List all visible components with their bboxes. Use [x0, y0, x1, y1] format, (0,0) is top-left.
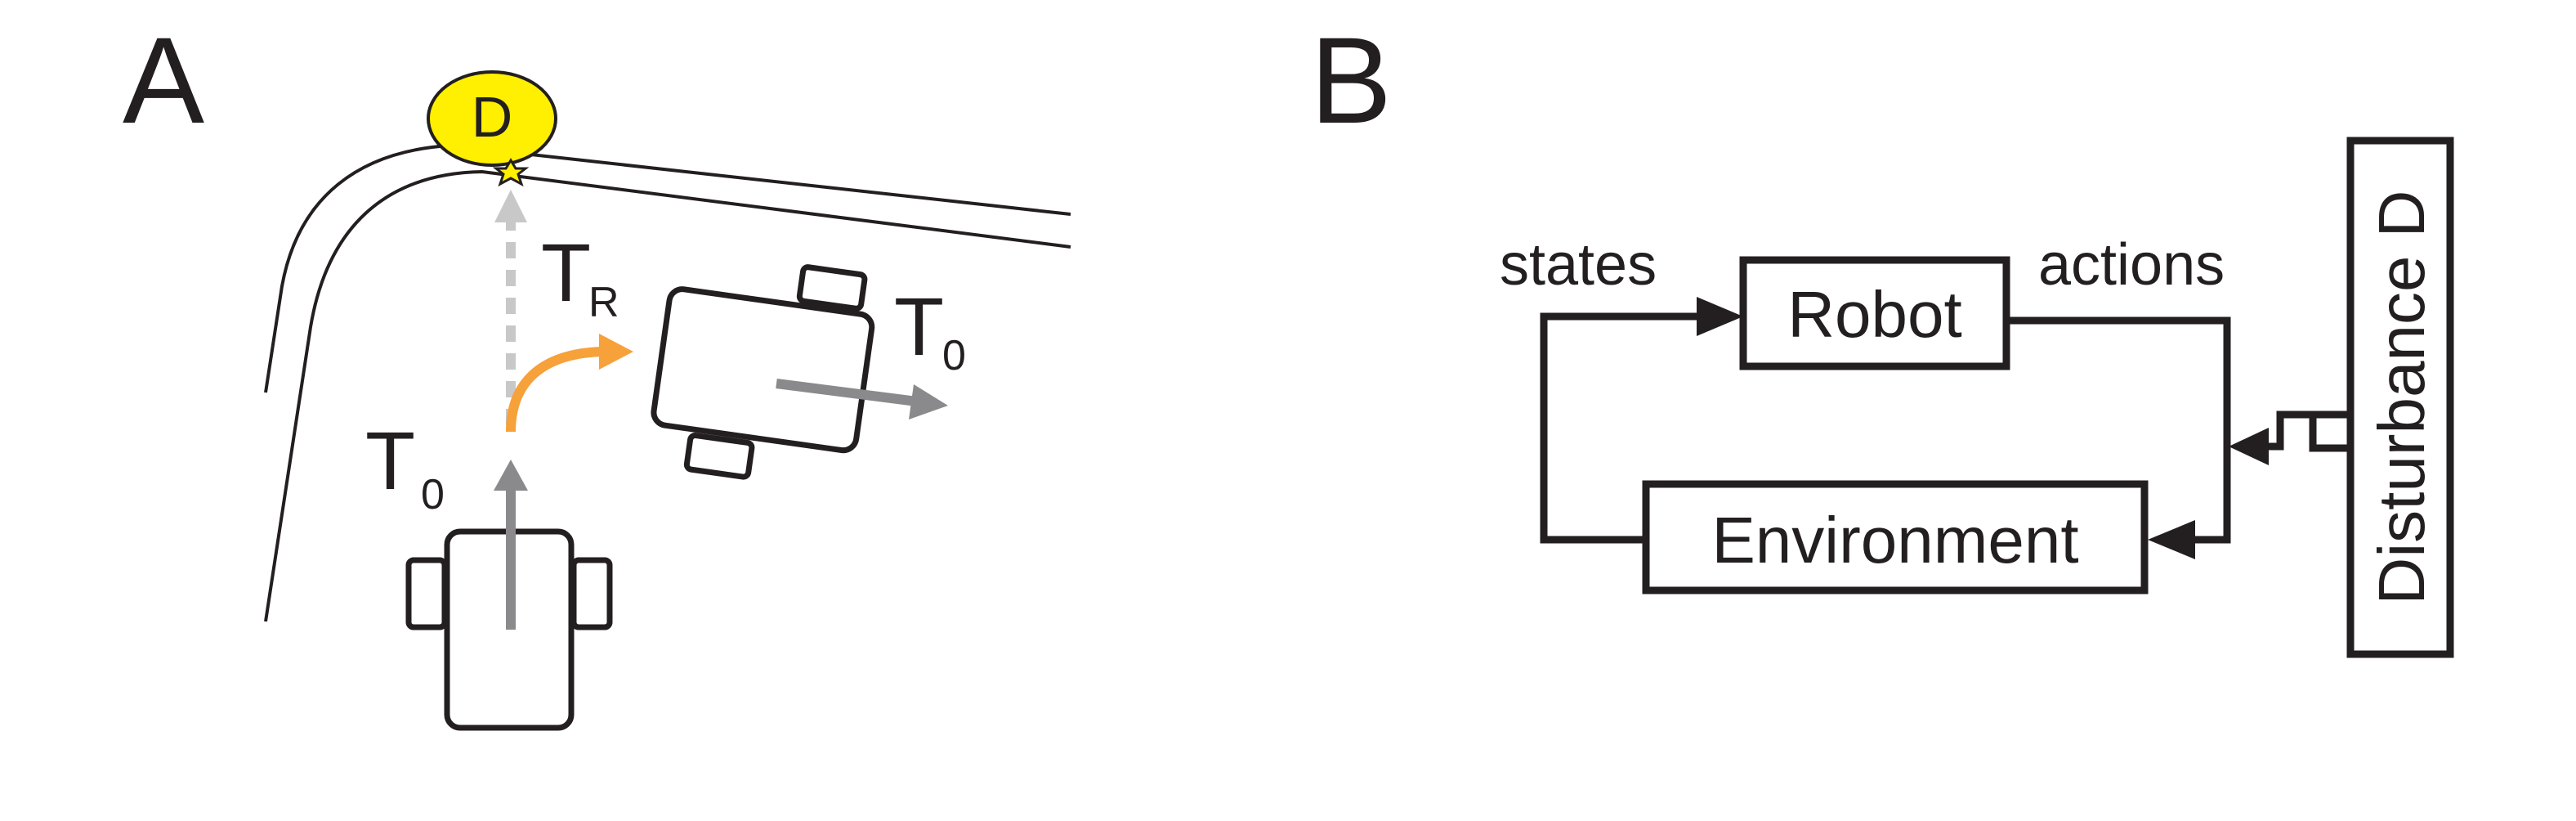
initial-time-symbol: T: [365, 415, 415, 507]
robot-turned-body: [651, 286, 875, 454]
robot-box: Robot: [1739, 256, 2010, 370]
states-arrow: [1540, 297, 1743, 544]
environment-box: Environment: [1642, 480, 2149, 594]
turn-arrow-curve: [506, 347, 604, 433]
robot-turned: [651, 264, 875, 480]
robot-box-label: Robot: [1787, 278, 1961, 351]
reaction-path: [494, 190, 527, 425]
initial-time-subscript: 0: [421, 471, 445, 518]
road: [264, 143, 1071, 622]
disturbance-box-label: Disturbance D: [2365, 191, 2438, 605]
robot-initial-wheel-left: [405, 557, 448, 630]
environment-box-label: Environment: [1711, 504, 2078, 576]
turned-time-symbol: T: [894, 281, 944, 373]
robot-initial-heading-arrow: [494, 460, 528, 630]
panel-a-label: A: [123, 11, 204, 149]
robot-turned-heading-arrow: [776, 379, 948, 419]
turned-time-subscript: 0: [942, 332, 966, 379]
disturbance-ellipse: [427, 70, 557, 167]
actions-label: actions: [2038, 232, 2225, 298]
actions-arrow: [2006, 316, 2231, 559]
disturbance-box: Disturbance D: [2346, 137, 2454, 658]
road-outer-edge: [264, 143, 1071, 393]
disturbance-label: D: [472, 85, 513, 149]
turn-arrow-head: [599, 334, 633, 370]
robot-turned-wheel-top: [796, 264, 868, 312]
panel-b-label: B: [1310, 11, 1392, 149]
panel-a: A D T R T 0: [123, 11, 1071, 731]
disturbance: D: [427, 70, 557, 187]
reaction-time-subscript: R: [588, 279, 619, 326]
reaction-path-arrowhead: [494, 190, 527, 222]
robot-turned-wheel-bottom: [683, 432, 755, 480]
robot-initial-wheel-right: [570, 557, 613, 630]
states-label: states: [1500, 232, 1657, 298]
impact-star-icon: [492, 158, 530, 187]
road-inner-edge: [264, 169, 1071, 622]
panel-b: B Robot Environment Disturbance D states…: [1310, 11, 2454, 658]
reaction-time-symbol: T: [541, 227, 591, 319]
disturbance-arrow: [2229, 410, 2350, 465]
turn-arrow: [506, 334, 633, 433]
